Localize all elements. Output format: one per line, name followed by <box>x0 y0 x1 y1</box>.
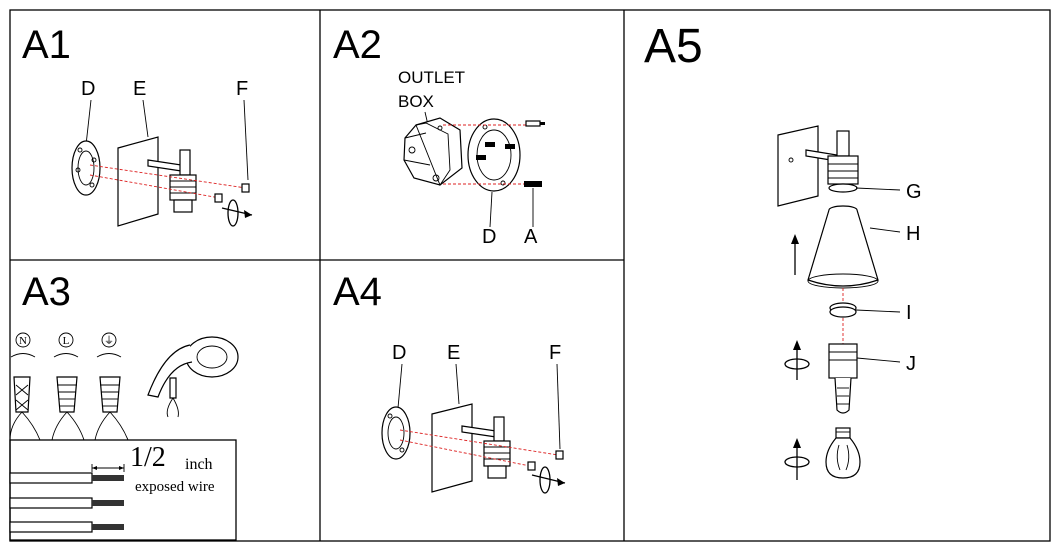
panel-a1-title: A1 <box>22 23 71 67</box>
label-d: D <box>482 226 496 248</box>
arm-socket <box>805 130 859 193</box>
label-j: J <box>906 353 916 375</box>
label-h: H <box>906 223 920 245</box>
panel-a5-title: A5 <box>644 20 703 73</box>
neutral-symbol-text: N <box>19 335 27 347</box>
live-symbol-text: L <box>63 335 70 347</box>
crossbar-plate-d <box>71 140 101 196</box>
outlet-box-label-line1: OUTLET <box>398 68 465 87</box>
panel-a2-title: A2 <box>333 23 382 67</box>
outlet-box <box>403 117 463 186</box>
socket-j <box>828 343 858 414</box>
label-f: F <box>236 78 248 100</box>
panel-a4: D E F <box>381 342 566 494</box>
crossbar-plate-d <box>381 406 411 460</box>
arm-socket <box>147 149 197 213</box>
panel-a4-title: A4 <box>333 270 382 314</box>
exposed-wire-caption: exposed wire <box>135 479 215 495</box>
wire-nuts <box>9 376 129 441</box>
backplate-e <box>431 403 473 493</box>
live-symbol: L <box>53 332 79 358</box>
screw-icon <box>525 120 545 127</box>
outlet-box-label-line2: BOX <box>398 92 434 111</box>
shade-h <box>807 205 879 289</box>
cap-nut-f <box>241 183 250 193</box>
panel-borders <box>9 9 1051 542</box>
cap-nut-f <box>555 450 564 460</box>
backplate <box>777 125 819 207</box>
unit-label: inch <box>185 456 213 473</box>
rotate-arrow-icon <box>221 199 253 227</box>
rotate-arrow-icon <box>784 340 810 380</box>
cap-nut <box>527 461 536 471</box>
panel-a2: OUTLET BOX D <box>398 68 545 248</box>
backplate-e <box>117 136 159 227</box>
cap-nut <box>214 193 223 203</box>
strip-gauge <box>9 439 237 541</box>
fraction-label: 1/2 <box>130 442 166 473</box>
arm-socket <box>461 416 511 479</box>
rotate-arrow-icon <box>531 466 566 494</box>
ring-i <box>829 302 857 318</box>
rotate-arrow-icon <box>784 438 810 480</box>
ground-symbol: ⏚ <box>96 332 122 358</box>
label-e: E <box>447 342 460 364</box>
label-g: G <box>906 181 922 203</box>
label-d: D <box>392 342 406 364</box>
electrical-tape-icon <box>147 336 239 418</box>
neutral-symbol: N <box>10 332 36 358</box>
light-bulb <box>825 427 861 479</box>
label-i: I <box>906 302 912 324</box>
crossbar-plate-d <box>467 118 521 192</box>
screw-a <box>524 181 542 187</box>
label-a: A <box>524 226 538 248</box>
panel-a1: D E F <box>71 78 253 227</box>
panel-a3: N L ⏚ <box>9 332 239 541</box>
panel-a3-title: A3 <box>22 270 71 314</box>
panel-a5: G H I J <box>777 125 922 480</box>
up-arrow-icon <box>791 234 799 275</box>
label-d: D <box>81 78 95 100</box>
label-f: F <box>549 342 561 364</box>
ground-symbol-text: ⏚ <box>104 335 114 347</box>
label-e: E <box>133 78 146 100</box>
